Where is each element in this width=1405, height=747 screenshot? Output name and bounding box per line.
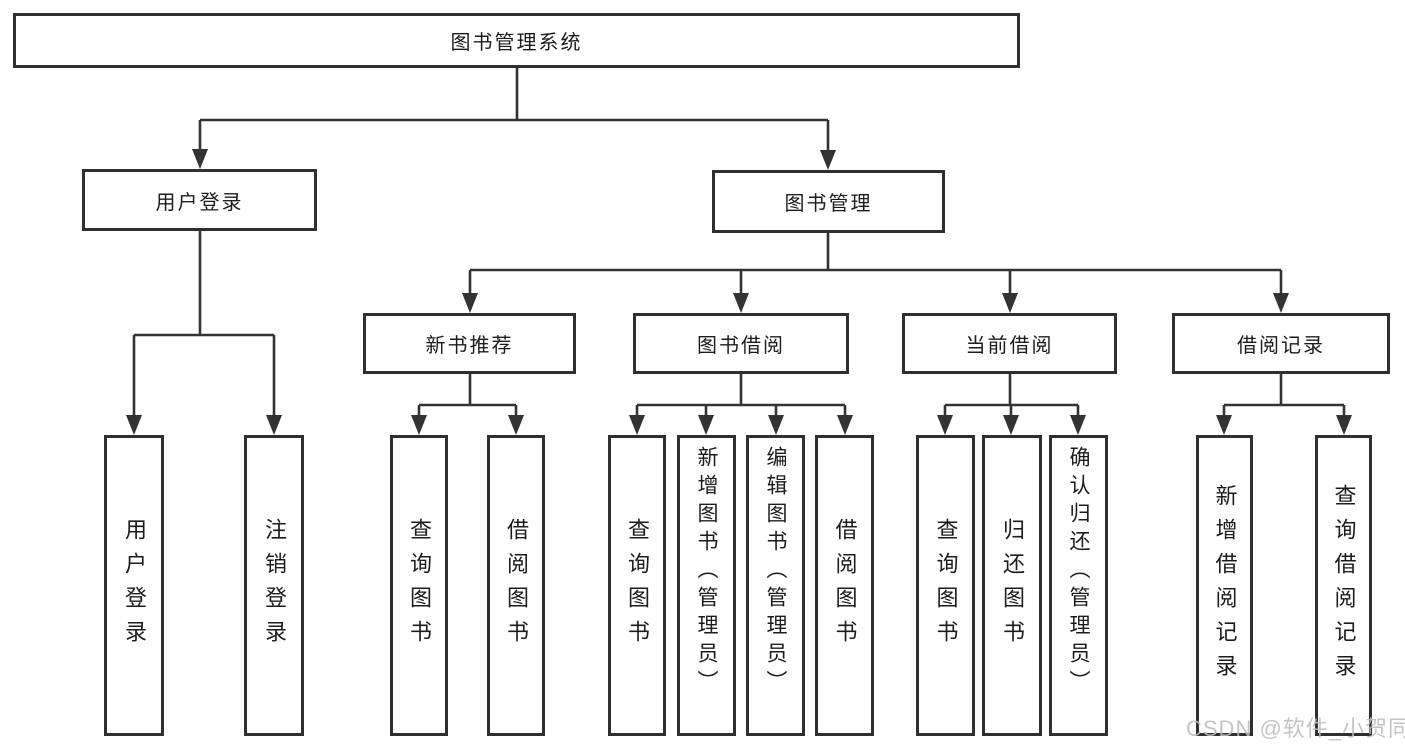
- arrow-down-icon: [462, 293, 478, 313]
- arrow-down-icon: [733, 293, 749, 313]
- node-new-book-recommend: 新书推荐: [363, 313, 576, 374]
- node-new-book-recommend-label: 新书推荐: [425, 335, 514, 357]
- node-user-login: 用户登录: [82, 169, 317, 231]
- leaf-logout-label: 注销登录: [262, 517, 287, 654]
- leaf-confirm-return-admin: 确认归还（管理员）: [1049, 435, 1108, 736]
- node-user-login-label: 用户登录: [155, 191, 244, 214]
- leaf-logout: 注销登录: [244, 435, 304, 736]
- leaf-confirm-return-admin-label: 确认归还（管理员）: [1067, 446, 1090, 698]
- arrow-heads: [126, 149, 1352, 435]
- leaf-borrow-book-2: 借阅图书: [815, 435, 874, 736]
- arrow-down-icon: [126, 415, 142, 435]
- leaf-edit-book-admin: 编辑图书（管理员）: [746, 435, 805, 736]
- leaf-return-book: 归还图书: [982, 435, 1042, 736]
- arrow-down-icon: [1336, 415, 1352, 435]
- node-book-borrow-label: 图书借阅: [697, 335, 785, 357]
- arrow-down-icon: [1273, 293, 1289, 313]
- arrow-down-icon: [411, 415, 427, 435]
- leaf-edit-book-admin-label: 编辑图书（管理员）: [764, 446, 787, 698]
- arrow-down-icon: [192, 149, 208, 169]
- leaf-borrow-book-1-label: 借阅图书: [504, 517, 529, 654]
- leaf-add-book-admin-label: 新增图书（管理员）: [695, 446, 718, 698]
- leaf-query-book-3-label: 查询图书: [933, 517, 959, 654]
- leaf-add-book-admin: 新增图书（管理员）: [677, 435, 736, 736]
- node-root: 图书管理系统: [13, 13, 1020, 68]
- arrow-down-icon: [820, 150, 836, 170]
- arrow-down-icon: [629, 415, 645, 435]
- node-root-label: 图书管理系统: [450, 32, 583, 54]
- arrow-down-icon: [698, 415, 714, 435]
- arrow-down-icon: [768, 415, 784, 435]
- node-current-borrow-label: 当前借阅: [965, 335, 1054, 357]
- node-book-management-label: 图书管理: [784, 193, 873, 215]
- leaf-query-borrow-record: 查询借阅记录: [1315, 435, 1372, 736]
- node-book-management: 图书管理: [712, 170, 945, 233]
- leaf-borrow-book-1: 借阅图书: [487, 435, 545, 736]
- arrow-down-icon: [1003, 415, 1019, 435]
- leaf-query-book-2: 查询图书: [608, 435, 666, 736]
- arrow-down-icon: [266, 415, 282, 435]
- arrow-down-icon: [1002, 293, 1018, 313]
- leaf-query-book-1: 查询图书: [390, 435, 448, 736]
- arrow-down-icon: [937, 415, 953, 435]
- leaf-query-book-1-label: 查询图书: [407, 517, 432, 654]
- node-borrow-record: 借阅记录: [1172, 313, 1390, 374]
- csdn-watermark: CSDN @软件_小贺同学: [1186, 716, 1405, 741]
- node-book-borrow: 图书借阅: [633, 313, 849, 374]
- node-current-borrow: 当前借阅: [902, 313, 1117, 374]
- leaf-add-borrow-record: 新增借阅记录: [1196, 435, 1253, 736]
- leaf-borrow-book-2-label: 借阅图书: [832, 517, 858, 654]
- arrow-down-icon: [508, 415, 524, 435]
- leaf-query-book-2-label: 查询图书: [625, 517, 650, 654]
- node-borrow-record-label: 借阅记录: [1237, 335, 1325, 357]
- arrow-down-icon: [1216, 415, 1232, 435]
- leaf-user-login: 用户登录: [104, 435, 164, 736]
- leaf-return-book-label: 归还图书: [1000, 517, 1025, 654]
- arrow-down-icon: [837, 415, 853, 435]
- arrow-down-icon: [1070, 415, 1086, 435]
- leaf-add-borrow-record-label: 新增借阅记录: [1212, 483, 1238, 688]
- leaf-query-borrow-record-label: 查询借阅记录: [1331, 483, 1357, 688]
- leaf-user-login-label: 用户登录: [122, 517, 147, 654]
- leaf-query-book-3: 查询图书: [916, 435, 975, 736]
